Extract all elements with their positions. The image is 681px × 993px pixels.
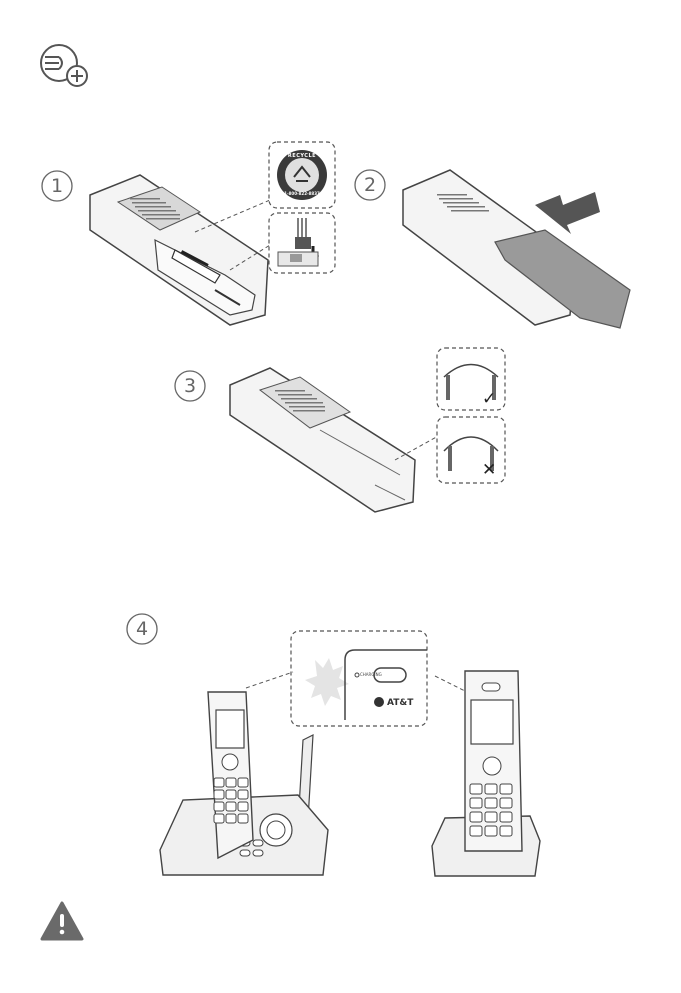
recycle-label-callout: RECYCLE 1-800-822-8837 (268, 141, 336, 209)
step-3-number: 3 (174, 375, 206, 397)
recycle-label-bottom: 1-800-822-8837 (268, 191, 336, 196)
battery-cover-illustration (395, 150, 635, 335)
phone-base-illustration (158, 680, 333, 880)
correct-latch-callout: ✓ (436, 347, 506, 411)
checkmark-icon: ✓ (482, 389, 496, 409)
step-4-badge: 4 (126, 613, 158, 645)
step-2-number: 2 (354, 174, 386, 196)
step-4-number: 4 (126, 618, 158, 640)
charging-label: CHARGING (360, 672, 382, 677)
incorrect-latch-callout: ✕ (436, 416, 506, 484)
handset-charger-illustration (430, 666, 545, 881)
recycle-label-top: RECYCLE (268, 153, 336, 159)
step-3-badge: 3 (174, 370, 206, 402)
closed-handset-illustration (225, 360, 440, 520)
battery-connector-callout (268, 212, 336, 274)
cross-icon: ✕ (482, 460, 496, 480)
step-1-badge: 1 (41, 170, 73, 202)
step-2-badge: 2 (354, 169, 386, 201)
warning-icon (40, 901, 84, 941)
step-1-number: 1 (41, 175, 73, 197)
brand-label: AT&T (387, 698, 413, 708)
battery-charging-icon (37, 43, 89, 91)
